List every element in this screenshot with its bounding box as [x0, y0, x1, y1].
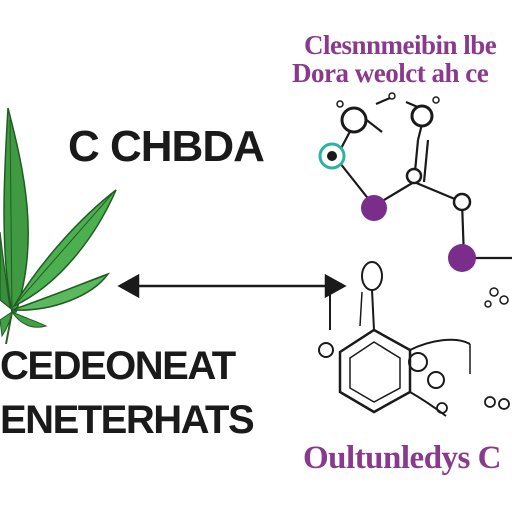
benzene-ring-inner [349, 341, 401, 403]
title-top-line1: Clesnnmeibin lbe [304, 30, 497, 60]
top-bulb [361, 261, 383, 291]
node-right-b [498, 398, 510, 410]
stem-left [359, 291, 363, 327]
node-side-4 [436, 402, 448, 414]
node-right-e [484, 300, 492, 308]
molecule-icon [318, 92, 512, 272]
node-right-a [484, 396, 496, 408]
side-chain-right [409, 338, 471, 351]
atom-dot-3 [388, 92, 396, 100]
benzene-ring-icon [318, 261, 510, 417]
double-arrow-icon [117, 273, 347, 330]
bulb-stem [371, 289, 375, 331]
atom-purple-1 [361, 195, 387, 221]
node-right-d [499, 295, 509, 305]
bond-5 [422, 139, 430, 183]
main-label: C CHBDA [68, 122, 265, 171]
side-chain-lower [409, 391, 447, 417]
leaf-vein-right [13, 193, 113, 307]
leaf-leaflet-left [0, 231, 11, 310]
node-side-3 [427, 371, 445, 389]
atom-small-2 [452, 192, 472, 212]
leaf-leaflet-small-1 [10, 310, 48, 328]
leaf-vein-lower [11, 275, 105, 311]
arrow-head-left [117, 273, 140, 299]
node-side-2 [408, 352, 428, 372]
atom-purple-2 [448, 244, 476, 272]
title-top-line2: Dora weolct ah ce [292, 58, 489, 88]
leaf-vein-center [9, 119, 13, 313]
atom-small-1 [405, 167, 423, 185]
cannabis-leaf-icon [0, 107, 117, 345]
atom-ring-top [410, 104, 434, 128]
title-bottom: Oultunledys C [303, 440, 501, 476]
bond-12 [375, 96, 391, 106]
atom-dot-1 [336, 100, 344, 108]
atom-ring-left [340, 106, 368, 134]
node-right-c [489, 287, 499, 297]
node-side-1 [318, 342, 334, 358]
label-line1: CEDEONEAT [0, 344, 236, 388]
arrow-head-right [324, 273, 347, 299]
leaf-stem [5, 311, 13, 345]
atom-teal-core [327, 151, 337, 161]
label-line2: ENETERHATS [0, 398, 255, 442]
leaf-leaflet-center [3, 107, 29, 313]
atom-dot-2 [432, 96, 440, 104]
